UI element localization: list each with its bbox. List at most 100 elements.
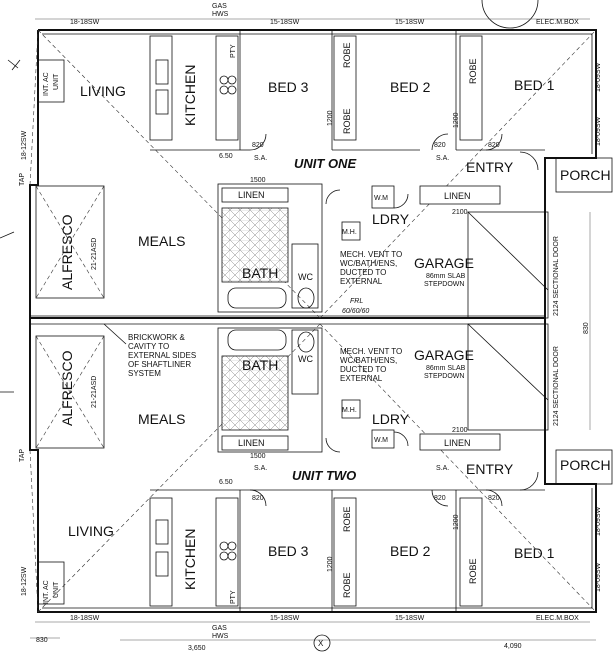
unit-one-entry-label: ENTRY bbox=[466, 159, 514, 175]
top-elec-box-label: ELEC.M.BOX bbox=[536, 19, 579, 26]
unit-one-alfresco-box bbox=[35, 185, 105, 299]
frl-label: FRL bbox=[350, 298, 363, 305]
unit-one-porch-box bbox=[555, 157, 613, 193]
unit-two-stepdown-label: STEPDOWN bbox=[424, 373, 464, 380]
roof-hip-lines bbox=[29, 29, 597, 613]
unit-one-alfresco-label: ALFRESCO bbox=[59, 214, 75, 290]
bottom-window-dim-3: 15-18SW bbox=[395, 615, 425, 622]
unit-one-bath-label: BATH bbox=[242, 265, 278, 281]
top-hws-label: HWS bbox=[212, 11, 229, 18]
unit-two-650-dim: 6.50 bbox=[219, 479, 233, 486]
unit-two-ldry-label: LDRY bbox=[372, 411, 410, 427]
top-window-dim-1: 18-18SW bbox=[70, 19, 100, 26]
unit-two-bed3-label: BED 3 bbox=[268, 543, 309, 559]
unit-one-bed2-door: 820 bbox=[434, 142, 446, 149]
right-window-dim-2: 18-09SW bbox=[595, 116, 602, 146]
unit-two-living-label: LIVING bbox=[68, 523, 114, 539]
unit-one-sa-1: S.A. bbox=[254, 155, 267, 162]
unit-two-garage-outline bbox=[467, 323, 549, 431]
unit-one-bed1-label: BED 1 bbox=[514, 77, 555, 93]
right-window-dim-1: 18-09SW bbox=[595, 62, 602, 92]
unit-two-pty-label: PTY bbox=[230, 590, 237, 604]
unit-one-1500-dim: 1500 bbox=[250, 177, 266, 184]
unit-one-2100-dim: 2100 bbox=[452, 209, 468, 216]
party-note-line-5: SYSTEM bbox=[128, 369, 161, 378]
unit-two-int-ac-label: INT. AC bbox=[43, 580, 50, 604]
unit-one-wm-label: W.M bbox=[374, 195, 388, 202]
unit-two-meals-label: MEALS bbox=[138, 411, 185, 427]
unit-one-garage-outline bbox=[467, 211, 549, 319]
unit-two-sa-1: S.A. bbox=[254, 465, 267, 472]
party-note-line-3: EXTERNAL SIDES bbox=[128, 351, 196, 360]
party-note-line-2: CAVITY TO bbox=[128, 342, 169, 351]
right-window-dim-3: 18-09SW bbox=[595, 506, 602, 536]
unit-one-mech-line-4: EXTERNAL bbox=[340, 277, 383, 286]
bottom-elec-box-label: ELEC.M.BOX bbox=[536, 615, 579, 622]
tree-symbol bbox=[481, 0, 539, 29]
right-830-dim: 830 bbox=[583, 322, 590, 334]
unit-two-2100-dim: 2100 bbox=[452, 427, 468, 434]
unit-two-bed1-label: BED 1 bbox=[514, 545, 555, 561]
frl-value: 60/60/60 bbox=[342, 308, 369, 315]
bottom-4090-dim: 4,090 bbox=[504, 643, 522, 650]
unit-one-living-label: LIVING bbox=[80, 83, 126, 99]
unit-two-robe-1200b: 1200 bbox=[453, 514, 460, 530]
unit-two-bed2-door: 820 bbox=[434, 495, 446, 502]
unit-two-robe-label-3: ROBE bbox=[468, 558, 478, 584]
unit-one-slab-label: 86mm SLAB bbox=[426, 273, 466, 280]
left-window-dim-2: 18-12SW bbox=[21, 566, 28, 596]
unit-two-kitchen-label: KITCHEN bbox=[182, 529, 198, 590]
unit-one-sectional-door: 2124 SECTIONAL DOOR bbox=[553, 236, 560, 316]
unit-one-bed1-robe bbox=[459, 35, 483, 141]
unit-one-title: UNIT ONE bbox=[294, 156, 356, 171]
left-window-dim-1: 18-12SW bbox=[21, 130, 28, 160]
grid-marker-label: X bbox=[318, 639, 324, 648]
bottom-window-dim-2: 15-18SW bbox=[270, 615, 300, 622]
unit-one-mech-line-2: WC/BATH/ENS, bbox=[340, 259, 397, 268]
unit-two-bed1-robe bbox=[459, 497, 483, 607]
unit-two-alfresco-box bbox=[35, 335, 105, 449]
left-tap-label-1: TAP bbox=[19, 173, 26, 186]
unit-two-entry-label: ENTRY bbox=[466, 461, 514, 477]
unit-one-robe-1200: 1200 bbox=[327, 110, 334, 126]
unit-two-sa-2: S.A. bbox=[436, 465, 449, 472]
top-window-dim-2: 15-18SW bbox=[270, 19, 300, 26]
bottom-3650-dim: 3,650 bbox=[188, 645, 206, 652]
unit-two-robe-label-1: ROBE bbox=[342, 506, 352, 532]
unit-one-650-dim: 6.50 bbox=[219, 153, 233, 160]
bottom-gas-label: GAS bbox=[212, 625, 227, 632]
unit-one-pty-label: PTY bbox=[230, 44, 237, 58]
unit-one-robe-label-1: ROBE bbox=[342, 42, 352, 68]
unit-two-mh-label: M.H. bbox=[342, 407, 357, 414]
party-note-line-1: BRICKWORK & bbox=[128, 333, 186, 342]
unit-one-mech-line-3: DUCTED TO bbox=[340, 268, 386, 277]
unit-one-bed3-label: BED 3 bbox=[268, 79, 309, 95]
unit-two-asd-label: 21-21ASD bbox=[91, 376, 98, 408]
unit-one-bed2-robe bbox=[333, 35, 357, 141]
unit-two-wm-label: W.M bbox=[374, 437, 388, 444]
unit-two-ac-unit-label: UNIT bbox=[53, 581, 60, 598]
unit-one-bed3-door: 820 bbox=[252, 142, 264, 149]
unit-two-slab-label: 86mm SLAB bbox=[426, 365, 466, 372]
unit-one-porch-label: PORCH bbox=[560, 167, 611, 183]
unit-two-linen-label-2: LINEN bbox=[444, 438, 471, 448]
unit-one-meals-label: MEALS bbox=[138, 233, 185, 249]
top-window-dim-3: 15-18SW bbox=[395, 19, 425, 26]
unit-two-mech-line-4: EXTERNAL bbox=[340, 374, 383, 383]
unit-two-mech-line-1: MECH. VENT TO bbox=[340, 347, 402, 356]
unit-two-bath-label: BATH bbox=[242, 357, 278, 373]
unit-one-stepdown-label: STEPDOWN bbox=[424, 281, 464, 288]
unit-one-linen-label-2: LINEN bbox=[444, 191, 471, 201]
unit-two-mech-line-2: WC/BATH/ENS, bbox=[340, 356, 397, 365]
unit-one-int-ac-label: INT. AC bbox=[43, 72, 50, 96]
bottom-hws-label: HWS bbox=[212, 633, 229, 640]
unit-one-ldry-label: LDRY bbox=[372, 211, 410, 227]
unit-one-robe-label-2: ROBE bbox=[342, 108, 352, 134]
unit-one-asd-label: 21-21ASD bbox=[91, 238, 98, 270]
unit-one-robe-1200b: 1200 bbox=[453, 112, 460, 128]
unit-one-ac-unit-label: UNIT bbox=[53, 73, 60, 90]
unit-two-bed2-label: BED 2 bbox=[390, 543, 431, 559]
unit-two-mech-line-3: DUCTED TO bbox=[340, 365, 386, 374]
unit-two-robe-label-2: ROBE bbox=[342, 572, 352, 598]
